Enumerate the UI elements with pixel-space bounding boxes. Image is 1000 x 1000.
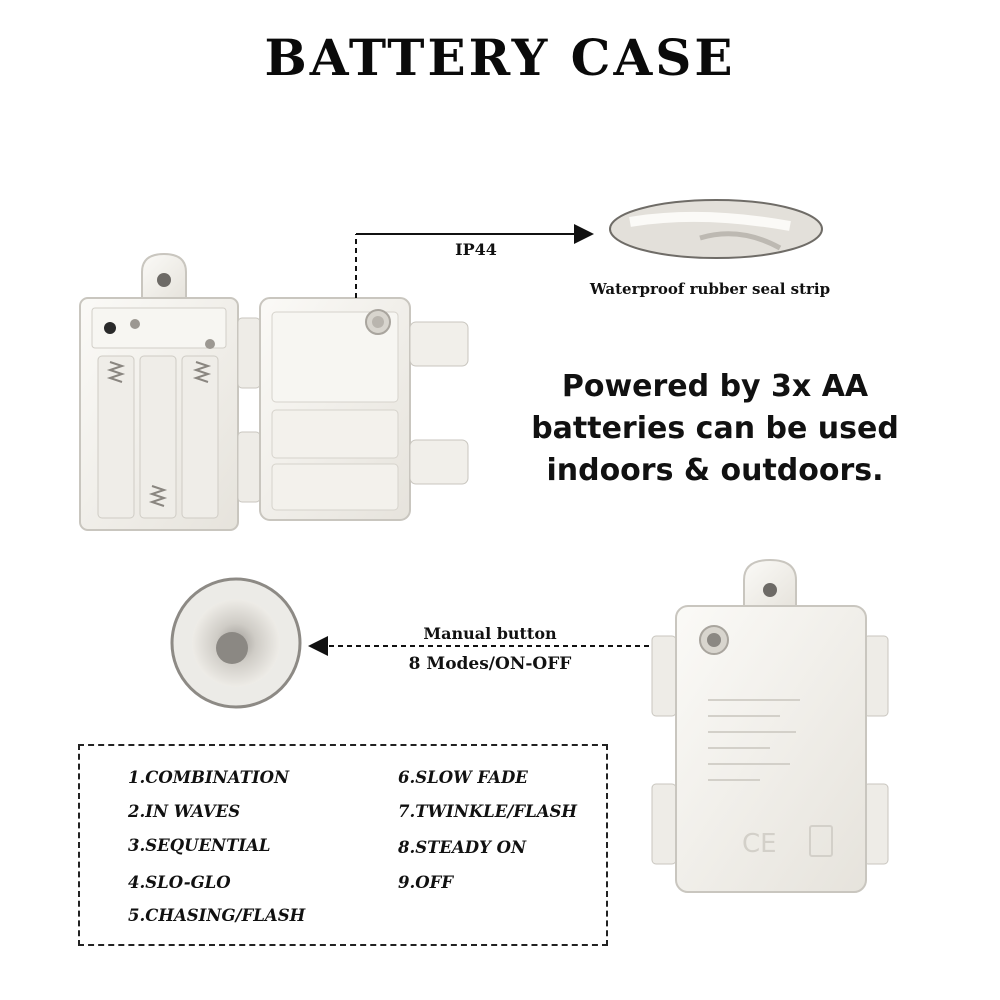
button-closeup	[170, 577, 302, 709]
battery-case-closed-illustration: CE	[651, 558, 889, 893]
headline: Powered by 3x AA batteries can be used i…	[520, 366, 910, 492]
seal-strip-closeup	[609, 199, 823, 259]
mode-item: 3.SEQUENTIAL	[128, 836, 271, 855]
svg-text:CE: CE	[742, 829, 777, 859]
headline-line-1: Powered by 3x AA	[561, 369, 869, 404]
mode-item: 9.OFF	[398, 873, 454, 892]
mode-item: 5.CHASING/FLASH	[128, 906, 306, 925]
page-title: BATTERY CASE	[264, 28, 736, 87]
headline-line-2: batteries can be used	[531, 411, 899, 446]
mode-item: 8.STEADY ON	[398, 838, 527, 857]
seal-caption: Waterproof rubber seal strip	[589, 280, 831, 298]
ip44-callout-arrow	[355, 224, 594, 298]
headline-line-3: indoors & outdoors.	[546, 453, 884, 488]
mode-item: 1.COMBINATION	[128, 768, 290, 787]
modes-on-off-label: 8 Modes/ON-OFF	[408, 654, 572, 674]
mode-item: 4.SLO-GLO	[128, 873, 231, 892]
mode-item: 7.TWINKLE/FLASH	[398, 802, 578, 821]
mode-item: 6.SLOW FADE	[398, 768, 528, 787]
mode-item: 2.IN WAVES	[128, 802, 241, 821]
ip-rating-label: IP44	[455, 240, 497, 259]
battery-case-open-illustration	[79, 252, 469, 531]
manual-button-label: Manual button	[423, 624, 557, 643]
modes-list-box: 1.COMBINATION 2.IN WAVES 3.SEQUENTIAL 4.…	[78, 744, 608, 946]
